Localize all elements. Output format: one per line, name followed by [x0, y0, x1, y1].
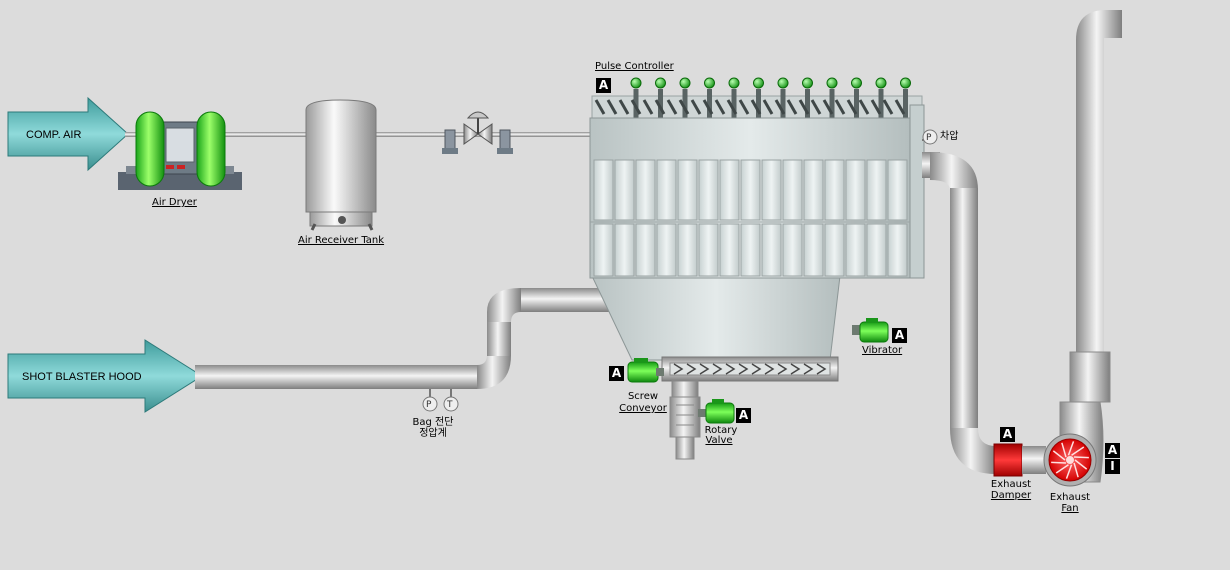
air-receiver-tank-label[interactable]: Air Receiver Tank	[298, 235, 384, 246]
exhaust-fan[interactable]	[1044, 434, 1096, 486]
vibrator-motor[interactable]	[852, 318, 888, 342]
screw-conveyor-label-line2[interactable]: Conveyor	[619, 403, 667, 414]
exhaust-damper-label-line1: Exhaust	[988, 479, 1034, 490]
comp-air-inlet-arrow: COMP. AIR	[8, 98, 128, 170]
exhaust-fan-indicator-badge[interactable]: I	[1105, 459, 1120, 474]
outlet-duct	[922, 152, 996, 474]
exhaust-fan-mode-badge[interactable]: A	[1105, 443, 1120, 458]
pulse-valve-led[interactable]	[778, 78, 788, 88]
rotary-valve-mode-badge[interactable]: A	[736, 408, 751, 423]
bag-break-label-line2: 정압계	[405, 428, 461, 439]
screw-conveyor-label-line1: Screw	[626, 391, 660, 402]
exhaust-stack	[1060, 10, 1122, 482]
screw-conveyor[interactable]	[662, 357, 838, 381]
air-dryer-label[interactable]: Air Dryer	[152, 197, 197, 208]
bag-inlet-temperature-gauge[interactable]: T	[444, 389, 458, 411]
shot-blaster-hood-inlet-arrow: SHOT BLASTER HOOD	[8, 340, 202, 412]
bag-inlet-pressure-gauge[interactable]: P	[423, 389, 437, 411]
vibrator-label[interactable]: Vibrator	[862, 345, 902, 356]
pulse-valve-led[interactable]	[852, 78, 862, 88]
pulse-valve-led[interactable]	[827, 78, 837, 88]
pulse-valve-led[interactable]	[876, 78, 886, 88]
screw-conveyor-mode-badge[interactable]: A	[609, 366, 624, 381]
bag-pressure-symbol: P	[426, 400, 432, 410]
pulse-valve-led[interactable]	[754, 78, 764, 88]
pulse-valve-led[interactable]	[901, 78, 911, 88]
pulse-valve-led[interactable]	[656, 78, 666, 88]
rotary-valve-motor[interactable]	[698, 399, 734, 423]
bag-temp-symbol: T	[446, 400, 453, 410]
pulse-controller-leds	[631, 78, 911, 88]
pulse-valve-led[interactable]	[729, 78, 739, 88]
pulse-controller-label[interactable]: Pulse Controller	[595, 61, 674, 72]
exhaust-damper[interactable]	[994, 444, 1046, 476]
diff-pressure-symbol: P	[926, 133, 932, 143]
air-receiver-tank[interactable]	[306, 100, 376, 230]
rotary-valve[interactable]	[670, 381, 700, 459]
diff-pressure-label: 차압	[940, 131, 958, 142]
valve-actuator-icon	[468, 112, 488, 118]
vibrator-mode-badge[interactable]: A	[892, 328, 907, 343]
pulse-valve-led[interactable]	[631, 78, 641, 88]
pulse-controller-mode-badge[interactable]: A	[596, 78, 611, 93]
shot-blaster-hood-label: SHOT BLASTER HOOD	[22, 371, 142, 383]
screw-conveyor-motor[interactable]	[628, 358, 664, 382]
bag-break-label-line1: Bag 전단	[405, 417, 461, 428]
air-dryer-tower-left	[136, 112, 164, 186]
bag-filter-housing[interactable]	[590, 89, 924, 278]
comp-air-label: COMP. AIR	[26, 129, 81, 141]
air-control-valve[interactable]	[442, 112, 513, 154]
pulse-valve-led[interactable]	[680, 78, 690, 88]
air-dryer-tower-right	[197, 112, 225, 186]
rotary-valve-label-line2[interactable]: Valve	[704, 435, 734, 446]
exhaust-fan-label-line2[interactable]: Fan	[1048, 503, 1092, 514]
pulse-valve-led[interactable]	[803, 78, 813, 88]
air-dryer[interactable]	[118, 112, 242, 190]
exhaust-damper-label-line2[interactable]: Damper	[988, 490, 1034, 501]
exhaust-fan-label-line1: Exhaust	[1048, 492, 1092, 503]
pulse-valve-led[interactable]	[705, 78, 715, 88]
exhaust-damper-mode-badge[interactable]: A	[1000, 427, 1015, 442]
bag-filter-hopper	[592, 276, 840, 360]
